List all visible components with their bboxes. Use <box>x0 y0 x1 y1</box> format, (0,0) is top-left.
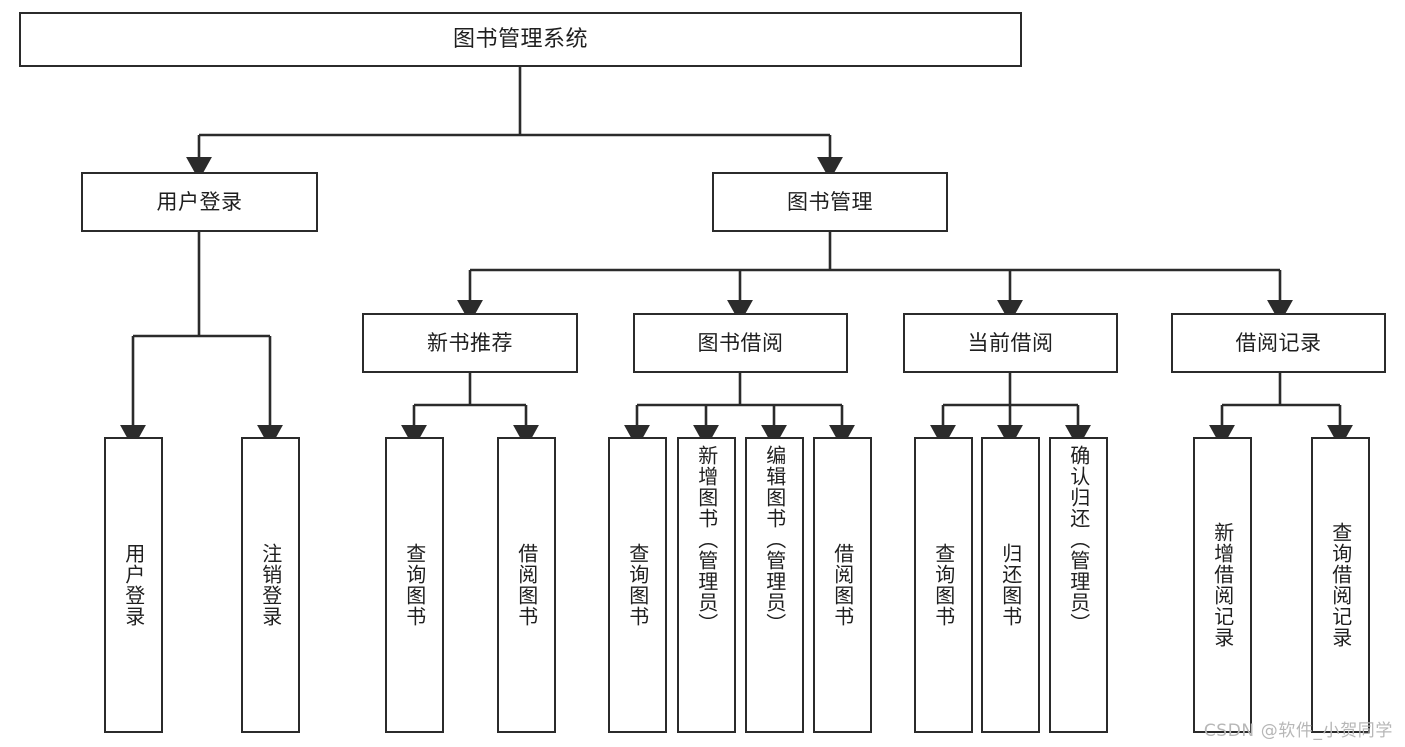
node-current-borrow[interactable]: 当前借阅 <box>903 313 1118 373</box>
leaf-recommend-query-book[interactable]: 查询图书 <box>385 437 444 733</box>
leaf-current-query-book[interactable]: 查询图书 <box>914 437 973 733</box>
node-book-management[interactable]: 图书管理 <box>712 172 948 232</box>
leaf-label: 用户登录 <box>121 543 146 627</box>
leaf-user-login-signout[interactable]: 注销登录 <box>241 437 300 733</box>
leaf-label: 新增借阅记录 <box>1210 522 1235 648</box>
leaf-label: 归还图书 <box>998 543 1023 627</box>
node-book-borrow[interactable]: 图书借阅 <box>633 313 848 373</box>
node-user-login[interactable]: 用户登录 <box>81 172 318 232</box>
leaf-label: 编辑图书（管理员） <box>762 445 787 634</box>
leaf-label: 借阅图书 <box>830 543 855 627</box>
leaf-recommend-borrow-book[interactable]: 借阅图书 <box>497 437 556 733</box>
leaf-label: 查询图书 <box>931 543 956 627</box>
node-new-book-recommend-label: 新书推荐 <box>427 330 513 355</box>
node-root-label: 图书管理系统 <box>452 26 588 52</box>
leaf-label: 注销登录 <box>258 543 283 627</box>
node-root[interactable]: 图书管理系统 <box>19 12 1022 67</box>
node-current-borrow-label: 当前借阅 <box>967 330 1054 355</box>
leaf-borrow-edit-book-admin[interactable]: 编辑图书（管理员） <box>745 437 804 733</box>
node-book-management-label: 图书管理 <box>787 189 873 214</box>
leaf-label: 查询借阅记录 <box>1328 522 1353 648</box>
leaf-label: 新增图书（管理员） <box>694 445 719 634</box>
leaf-borrow-query-book[interactable]: 查询图书 <box>608 437 667 733</box>
node-new-book-recommend[interactable]: 新书推荐 <box>362 313 578 373</box>
node-book-borrow-label: 图书借阅 <box>697 330 784 355</box>
leaf-record-add-record[interactable]: 新增借阅记录 <box>1193 437 1252 733</box>
node-borrow-record-label: 借阅记录 <box>1235 330 1322 355</box>
leaf-record-query-record[interactable]: 查询借阅记录 <box>1311 437 1370 733</box>
leaf-current-return-book[interactable]: 归还图书 <box>981 437 1040 733</box>
leaf-current-confirm-return-admin[interactable]: 确认归还（管理员） <box>1049 437 1108 733</box>
leaf-label: 查询图书 <box>402 543 427 627</box>
node-user-login-label: 用户登录 <box>156 189 243 214</box>
leaf-label: 借阅图书 <box>514 543 539 627</box>
leaf-borrow-borrow-book[interactable]: 借阅图书 <box>813 437 872 733</box>
watermark: CSDN @软件_小贺同学 <box>1203 721 1393 741</box>
node-borrow-record[interactable]: 借阅记录 <box>1171 313 1386 373</box>
leaf-user-login-signin[interactable]: 用户登录 <box>104 437 163 733</box>
leaf-borrow-add-book-admin[interactable]: 新增图书（管理员） <box>677 437 736 733</box>
leaf-label: 确认归还（管理员） <box>1066 445 1091 634</box>
leaf-label: 查询图书 <box>625 543 650 627</box>
